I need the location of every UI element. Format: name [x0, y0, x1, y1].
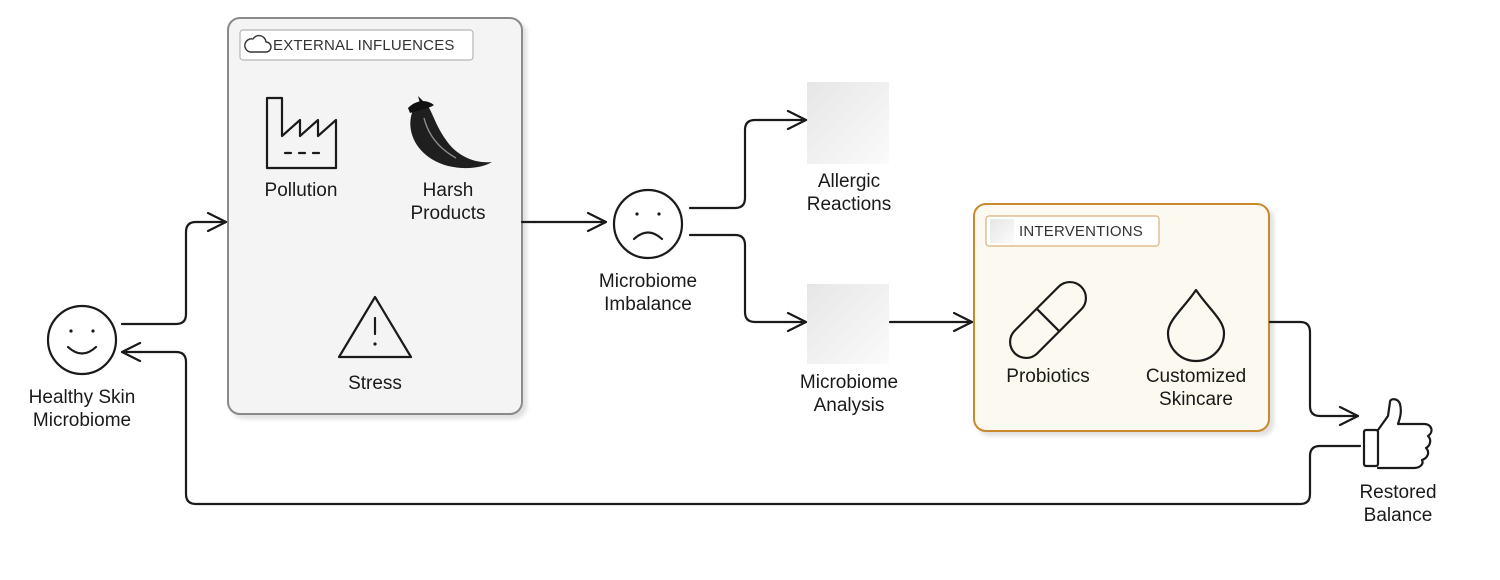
edge-imbalance-to-allergic — [688, 118, 808, 210]
imbalance-node[interactable]: Microbiome Imbalance — [599, 188, 697, 315]
connectors — [120, 109, 1362, 506]
capsule-icon — [1008, 280, 1088, 360]
edge-restored-to-healthy — [120, 350, 1362, 506]
edge-interventions-to-restored — [1268, 320, 1360, 418]
factory-icon — [265, 96, 338, 170]
harsh-products-label-line1: Harsh — [423, 180, 474, 201]
imbalance-label-line1: Microbiome — [599, 271, 697, 292]
skincare-node[interactable]: Customized Skincare — [1146, 288, 1246, 410]
stress-node[interactable]: Stress — [337, 295, 413, 394]
external-influences-group: EXTERNAL INFLUENCES — [227, 17, 523, 415]
interventions-title: INTERVENTIONS — [1019, 223, 1143, 240]
allergic-label-line2: Reactions — [807, 194, 892, 215]
sad-face-icon — [612, 188, 684, 260]
thumbs-up-icon — [1362, 398, 1433, 470]
smiley-face-icon — [46, 304, 118, 376]
arrowhead — [1338, 405, 1360, 427]
warning-triangle-icon — [337, 295, 413, 359]
analysis-label-line2: Analysis — [814, 395, 885, 416]
probiotics-node[interactable]: Probiotics — [1003, 275, 1092, 387]
arrowhead — [786, 109, 808, 131]
harsh-products-node[interactable]: Harsh Products — [408, 96, 492, 224]
harsh-products-label-line2: Products — [411, 203, 486, 224]
pollution-node[interactable]: Pollution — [265, 96, 338, 201]
external-influences-title: EXTERNAL INFLUENCES — [273, 37, 455, 54]
arrowhead — [786, 311, 808, 333]
image-placeholder-icon — [807, 82, 889, 164]
pollution-label: Pollution — [265, 180, 338, 201]
arrowhead — [120, 341, 142, 363]
restored-label-line2: Balance — [1364, 505, 1433, 526]
image-placeholder-icon — [990, 219, 1014, 243]
edge-imbalance-to-analysis — [688, 233, 808, 324]
healthy-skin-label-line1: Healthy Skin — [29, 387, 136, 408]
interventions-group: INTERVENTIONS — [973, 203, 1270, 432]
interventions-header: INTERVENTIONS — [985, 215, 1160, 247]
healthy-skin-label-line2: Microbiome — [33, 410, 131, 431]
imbalance-label-line2: Imbalance — [604, 294, 692, 315]
healthy-skin-node[interactable]: Healthy Skin Microbiome — [29, 304, 136, 431]
restored-balance-node[interactable]: Restored Balance — [1359, 398, 1437, 526]
stress-label: Stress — [348, 373, 402, 394]
pepper-icon — [408, 96, 492, 169]
analysis-label-line1: Microbiome — [800, 372, 898, 393]
skincare-label-line2: Skincare — [1159, 389, 1233, 410]
droplet-icon — [1166, 288, 1226, 363]
analysis-node[interactable]: Microbiome Analysis — [800, 284, 898, 416]
arrowhead — [952, 311, 974, 333]
restored-label-line1: Restored — [1359, 482, 1436, 503]
arrowhead — [206, 211, 228, 233]
probiotics-label: Probiotics — [1006, 366, 1089, 387]
image-placeholder-icon — [807, 284, 889, 364]
cloud-icon — [244, 34, 272, 53]
skincare-label-line1: Customized — [1146, 366, 1246, 387]
external-influences-header: EXTERNAL INFLUENCES — [239, 29, 474, 61]
arrowhead — [586, 211, 608, 233]
allergic-label-line1: Allergic — [818, 171, 880, 192]
allergic-reactions-node[interactable]: Allergic Reactions — [807, 82, 892, 215]
edge-healthy-to-external — [120, 220, 228, 326]
